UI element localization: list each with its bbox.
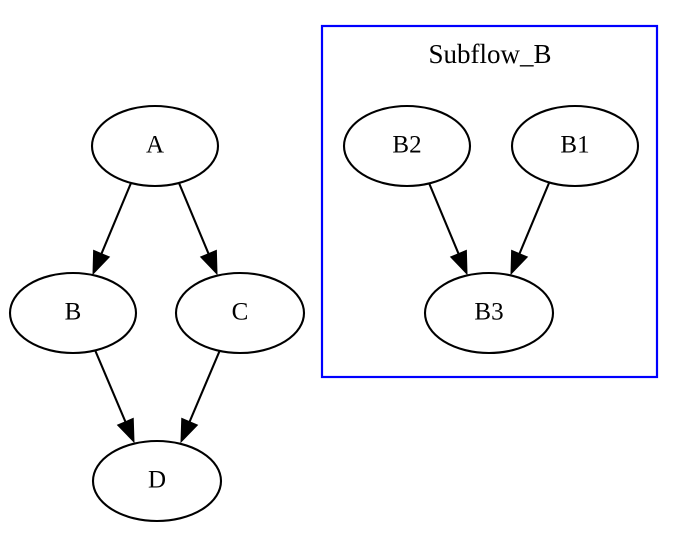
cluster-label-cluster_subflow_b: Subflow_B xyxy=(428,39,551,69)
node-label-C: C xyxy=(232,299,249,326)
node-label-D: D xyxy=(148,467,166,494)
edge-line-B-D xyxy=(94,349,128,425)
node-shape-A xyxy=(90,104,220,188)
edge-arrowhead-A-B xyxy=(92,249,111,276)
cluster-border-cluster_subflow_b xyxy=(320,24,659,379)
edge-line-A-C xyxy=(178,182,211,257)
edge-C-D[interactable] xyxy=(180,349,221,444)
edge-line-B1-B3 xyxy=(517,182,550,257)
edge-line-B2-B3 xyxy=(428,182,461,257)
node-label-A: A xyxy=(146,132,164,159)
node-B1[interactable]: B1 xyxy=(510,104,640,188)
node-A[interactable]: A xyxy=(90,104,220,188)
edge-arrowhead-B1-B3 xyxy=(510,249,529,276)
edges-layer xyxy=(92,182,550,444)
node-C[interactable]: C xyxy=(174,271,306,355)
node-label-B: B xyxy=(65,299,82,326)
node-shape-B3 xyxy=(423,271,555,355)
node-shape-B1 xyxy=(510,104,640,188)
edge-arrowhead-C-D xyxy=(180,417,199,444)
edge-line-A-B xyxy=(99,182,132,257)
edge-B-D[interactable] xyxy=(94,349,135,444)
edge-arrowhead-B-D xyxy=(116,417,135,444)
node-shape-C xyxy=(174,271,306,355)
edge-B1-B3[interactable] xyxy=(510,182,550,276)
node-B3[interactable]: B3 xyxy=(423,271,555,355)
node-label-B3: B3 xyxy=(474,299,503,326)
node-shape-B2 xyxy=(342,104,472,188)
edge-B2-B3[interactable] xyxy=(428,182,468,276)
node-shape-B xyxy=(8,271,138,355)
node-label-B1: B1 xyxy=(560,132,589,159)
clusters-layer: Subflow_B xyxy=(320,24,659,379)
edge-arrowhead-B2-B3 xyxy=(449,249,468,276)
edge-line-C-D xyxy=(187,349,221,425)
node-label-B2: B2 xyxy=(392,132,421,159)
edge-A-C[interactable] xyxy=(178,182,218,276)
edge-arrowhead-A-C xyxy=(199,249,218,276)
node-B[interactable]: B xyxy=(8,271,138,355)
edge-A-B[interactable] xyxy=(92,182,132,276)
node-B2[interactable]: B2 xyxy=(342,104,472,188)
node-shape-D xyxy=(91,439,223,523)
node-D[interactable]: D xyxy=(91,439,223,523)
cluster-cluster_subflow_b[interactable]: Subflow_B xyxy=(320,24,659,379)
